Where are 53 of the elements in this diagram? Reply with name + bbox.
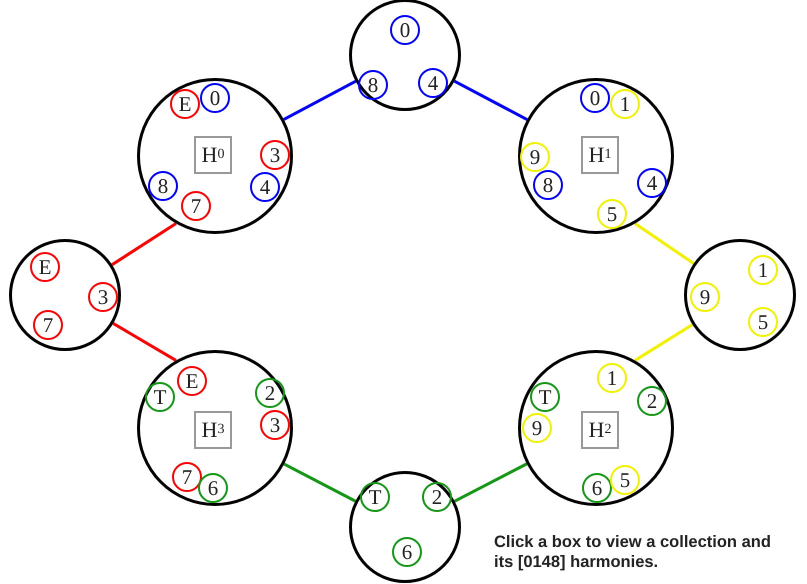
note-circle: E: [177, 366, 207, 396]
note-circle: 6: [582, 473, 612, 503]
collection-circle: [137, 78, 293, 234]
note-circle: 8: [533, 170, 563, 200]
note-circle: 1: [610, 89, 640, 119]
note-circle: 1: [597, 363, 627, 393]
note-circle: 9: [690, 282, 720, 312]
note-circle: 6: [392, 537, 422, 567]
collection-circle: [9, 239, 121, 351]
note-circle: 3: [88, 282, 118, 312]
note-circle: 5: [610, 465, 640, 495]
note-circle: 4: [418, 68, 448, 98]
connector-line: [454, 80, 528, 121]
note-circle: E: [170, 89, 200, 119]
note-circle: 0: [200, 83, 230, 113]
instruction-text: Click a box to view a collection and its [0148] harmonies.: [494, 532, 772, 572]
note-circle: 3: [260, 410, 290, 440]
note-circle: 0: [580, 83, 610, 113]
connector-line: [283, 80, 356, 121]
note-circle: E: [30, 252, 60, 282]
collection-circle: [349, 471, 461, 583]
note-circle: 2: [422, 482, 452, 512]
collection-circle: [684, 239, 796, 351]
note-circle: 5: [597, 199, 627, 229]
note-circle: 5: [748, 307, 778, 337]
note-circle: T: [360, 482, 390, 512]
connector-line: [112, 322, 177, 362]
note-circle: 8: [148, 171, 178, 201]
note-circle: 1: [748, 255, 778, 285]
collection-circle: [518, 350, 674, 506]
connector-line: [634, 323, 694, 362]
note-circle: T: [530, 382, 560, 412]
connector-line: [283, 462, 356, 502]
note-circle: 9: [522, 413, 552, 443]
collection-circle: [349, 0, 461, 111]
note-circle: 4: [250, 172, 280, 202]
note-circle: 8: [358, 70, 388, 100]
note-circle: 2: [637, 386, 667, 416]
connector-line: [634, 222, 695, 265]
note-circle: 6: [198, 473, 228, 503]
note-circle: 7: [181, 191, 211, 221]
note-circle: 7: [33, 310, 63, 340]
note-circle: 3: [260, 140, 290, 170]
note-circle: 9: [520, 142, 550, 172]
note-circle: T: [145, 382, 175, 412]
note-circle: 0: [390, 15, 420, 45]
note-circle: 4: [637, 168, 667, 198]
collection-circle: [518, 78, 674, 234]
note-circle: 2: [255, 378, 285, 408]
collection-circle: [137, 350, 293, 506]
connector-line: [454, 462, 528, 503]
note-circle: 7: [172, 462, 202, 492]
connector-line: [111, 222, 177, 266]
